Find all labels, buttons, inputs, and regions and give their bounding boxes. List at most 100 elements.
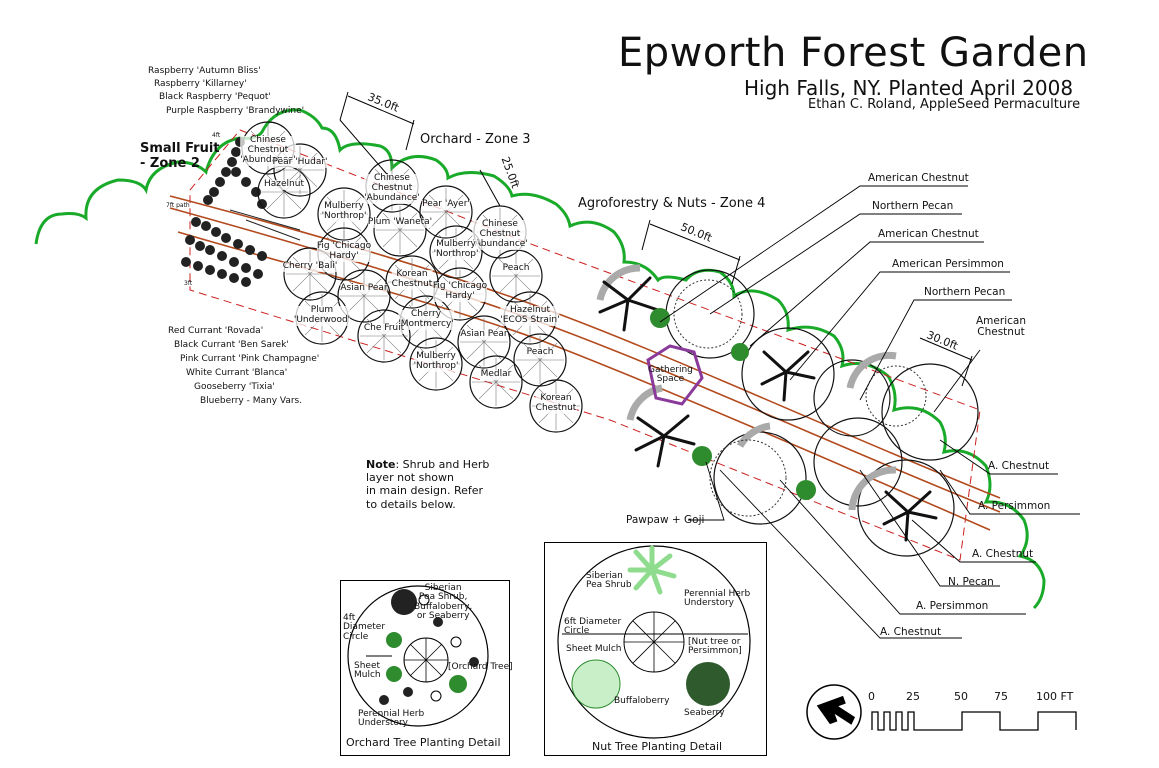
- berry-label: Black Raspberry 'Pequot': [159, 92, 271, 102]
- orchard-tree-label: Pear 'Hudar': [272, 157, 328, 168]
- orchard-tree-label: Korean Chestnut: [391, 269, 433, 290]
- page-title: Epworth Forest Garden: [618, 30, 1089, 76]
- callout-northern-pecan: Northern Pecan: [872, 200, 954, 212]
- scale-tick: 100 FT: [1036, 690, 1074, 703]
- designer-credit: Ethan C. Roland, AppleSeed Permaculture: [808, 97, 1081, 112]
- berry-label: Purple Raspberry 'Brandywine': [166, 106, 305, 116]
- nut-detail-mulch: Sheet Mulch: [566, 644, 622, 654]
- orchard-tree-label: Hazelnut 'ECOS Strain': [500, 305, 560, 326]
- berry-label: Raspberry 'Killarney': [154, 79, 247, 89]
- berry-label: Black Currant 'Ben Sarek': [174, 340, 289, 350]
- gathering-space-label: Gathering Space: [648, 365, 693, 385]
- callout-american-persimmon: American Persimmon: [892, 258, 1004, 270]
- note-text: : Shrub and Herb layer not shown in main…: [366, 458, 490, 511]
- orchard-tree-label: Asian Pear: [340, 283, 388, 294]
- north-arrow: [806, 684, 862, 740]
- dimension-4ft: 4ft: [212, 132, 221, 139]
- nut-crown-arcs: [596, 264, 897, 511]
- orchard-tree-circle: [489, 249, 543, 303]
- orchard-tree-label: Plum 'Underwood': [293, 305, 351, 326]
- orchard-tree-label: Chinese Chestnut 'Abundance': [364, 173, 420, 204]
- nut-planting-detail: [544, 542, 767, 756]
- callout-american-chestnut: American Chestnut: [868, 172, 969, 184]
- orchard-tree-label: Asian Pear: [460, 329, 508, 340]
- nut-detail-seaberry: Seaberry: [684, 708, 725, 718]
- orchard-detail-graphic: [347, 585, 489, 727]
- nut-detail-caption: Nut Tree Planting Detail: [592, 740, 723, 753]
- design-note: Note: Shrub and Herb layer not shown in …: [366, 458, 489, 511]
- scale-bar: [871, 711, 1077, 731]
- nut-detail-buffalo: Buffaloberry: [614, 696, 670, 706]
- orchard-detail-herb: Perennial Herb Understory: [358, 709, 425, 729]
- shrub-dots: [650, 308, 816, 500]
- berry-label: Gooseberry 'Tixia': [194, 382, 275, 392]
- orchard-tree-label: Fig 'Chicago Hardy': [316, 241, 372, 262]
- orchard-tree-label: Fig 'Chicago Hardy': [432, 281, 488, 302]
- orchard-tree-label: Peach: [502, 263, 530, 274]
- orchard-tree-label: Korean Chestnut: [535, 393, 577, 414]
- orchard-tree-label: Plum 'Waneta': [367, 217, 433, 228]
- callout-a-chestnut: A. Chestnut: [988, 460, 1050, 472]
- callout-n-pecan: N. Pecan: [948, 576, 994, 588]
- orchard-tree-circle: [469, 355, 523, 409]
- scale-tick: 75: [994, 690, 1008, 703]
- orchard-tree-label: Mulberry 'Northrop': [321, 201, 367, 222]
- scale-tick: 25: [906, 690, 920, 703]
- scale-tick: 50: [954, 690, 968, 703]
- orchard-tree-circle: [337, 269, 391, 323]
- orchard-tree-label: Cherry 'Montmercy': [398, 309, 454, 330]
- note-bold: Note: [366, 458, 396, 471]
- orchard-tree-label: Hazelnut: [264, 179, 304, 190]
- callout-a-persimmon: A. Persimmon: [978, 500, 1051, 512]
- berry-label: Blueberry - Many Vars.: [200, 396, 303, 406]
- nut-detail-siberian: Siberian Pea Shrub: [586, 571, 632, 591]
- pecan-symbols: [673, 279, 927, 517]
- orchard-tree-circle: [419, 185, 473, 239]
- zone-label-orchard: Orchard - Zone 3: [420, 132, 531, 147]
- orchard-tree-label: Chinese Chestnut 'Abundance': [472, 219, 528, 250]
- callout-a-chestnut: A. Chestnut: [972, 548, 1034, 560]
- orchard-detail-caption: Orchard Tree Planting Detail: [346, 736, 501, 749]
- orchard-tree-label: Mulberry 'Northrop': [433, 239, 479, 260]
- orchard-detail-tree: [Orchard Tree]: [448, 662, 513, 672]
- nut-detail-graphic: [557, 545, 751, 739]
- callout-a-chestnut: A. Chestnut: [880, 626, 942, 638]
- orchard-tree-label: Medlar: [480, 369, 512, 380]
- zone-label-agroforestry: Agroforestry & Nuts - Zone 4: [578, 196, 766, 211]
- berry-label: Red Currant 'Rovada': [168, 326, 264, 336]
- orchard-tree-label: Cherry 'Bali': [282, 261, 338, 272]
- orchard-tree-label: Peach: [526, 347, 554, 358]
- nut-detail-herb: Perennial Herb Understory: [684, 589, 751, 609]
- orchard-detail-circle: 4ft Diameter Circle: [343, 613, 386, 642]
- callout-american-chestnut: American Chestnut: [878, 228, 979, 240]
- orchard-tree-circle: [373, 203, 427, 257]
- callout-northern-pecan: Northern Pecan: [924, 286, 1006, 298]
- scale-tick: 0: [868, 690, 875, 703]
- orchard-tree-label: Mulberry 'Northrop': [413, 351, 459, 372]
- dimension-path: 7ft path: [166, 202, 190, 209]
- orchard-detail-mulch: Sheet Mulch: [354, 661, 381, 681]
- nut-detail-tree: [Nut tree or Persimmon]: [688, 637, 742, 657]
- orchard-detail-siberian: Siberian Pea Shrub, Buffaloberry, or Sea…: [414, 583, 473, 622]
- callout-american-chestnut: American Chestnut: [976, 315, 1026, 339]
- callout-leaders: [659, 185, 1080, 639]
- berry-label: Pink Currant 'Pink Champagne': [180, 354, 320, 364]
- nut-detail-circle: 6ft Diameter Circle: [564, 617, 622, 637]
- orchard-tree-label: Pear 'Ayer': [422, 199, 470, 210]
- nut-tree-symbols: [598, 276, 938, 542]
- orchard-tree-circle: [429, 225, 483, 279]
- berry-label: White Currant 'Blanca': [186, 368, 288, 378]
- page-subtitle: High Falls, NY. Planted April 2008: [744, 76, 1074, 100]
- callout-pawpaw-goji: Pawpaw + Goji: [626, 514, 705, 526]
- dimension-3ft: 3ft: [184, 280, 193, 287]
- berry-label: Raspberry 'Autumn Bliss': [148, 66, 261, 76]
- zone-label-small-fruit: Small Fruit - Zone 2: [140, 141, 220, 171]
- orchard-tree-circle: [529, 379, 583, 433]
- hedge-boundary: [34, 108, 1046, 610]
- orchard-tree-label: Che Fruit: [363, 323, 405, 334]
- orchard-tree-circle: [283, 247, 337, 301]
- gathering-space-hexagon: [646, 344, 704, 406]
- orchard-tree-circle: [409, 337, 463, 391]
- orchard-tree-circle: [357, 309, 411, 363]
